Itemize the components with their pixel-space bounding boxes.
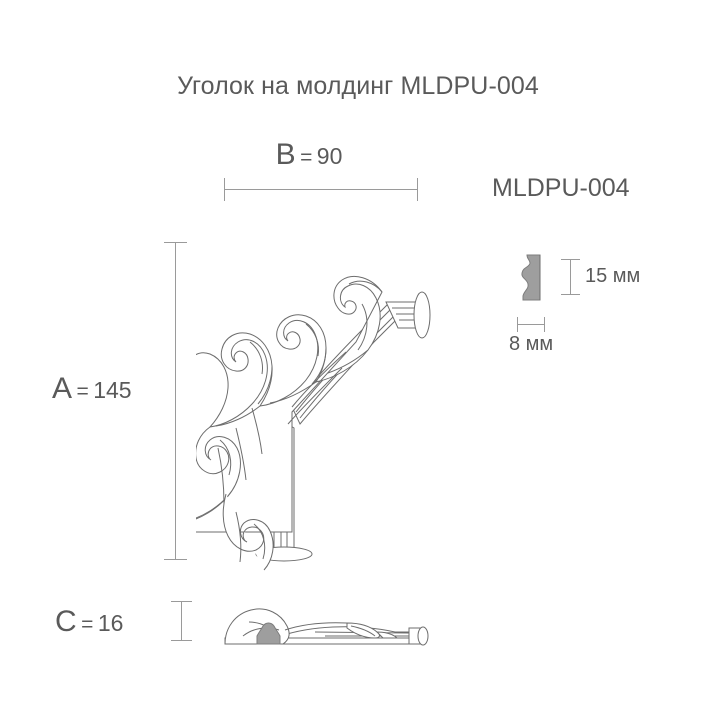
- dimension-equals-a: =: [76, 380, 89, 403]
- dimension-tick-a-top: [164, 242, 187, 243]
- molding-profile-cross-section: [518, 253, 552, 308]
- dimension-letter-b: B: [275, 138, 296, 171]
- dimension-tick-a-bottom: [164, 559, 187, 560]
- page-title: Уголок на молдинг MLDPU-004: [177, 72, 539, 100]
- dimension-letter-a: A: [52, 372, 73, 405]
- profile-height-line: [570, 259, 571, 295]
- dimension-line-c: [181, 601, 182, 641]
- profile-width-tick-right: [544, 317, 545, 332]
- corner-ornament-side-view: [215, 592, 435, 659]
- profile-width-line: [517, 324, 545, 325]
- dimension-line-a: [175, 242, 176, 560]
- dimension-label-b: B = 90: [0, 138, 667, 172]
- profile-height-tick-top: [561, 259, 580, 260]
- dimension-label-c: C = 16: [55, 605, 123, 639]
- dimension-equals-b: =: [300, 146, 313, 169]
- profile-height-tick-bottom: [561, 294, 580, 295]
- dimension-value-c: 16: [97, 610, 124, 636]
- dimension-tick-b-left: [224, 178, 225, 201]
- dimension-tick-c-top: [171, 601, 192, 602]
- profile-height-label: 15 мм: [585, 265, 641, 287]
- dimension-tick-b-right: [417, 178, 418, 201]
- part-code-label: MLDPU-004: [492, 174, 630, 202]
- profile-width-label: 8 мм: [509, 333, 554, 355]
- profile-width-tick-left: [517, 317, 518, 332]
- dimension-letter-c: C: [55, 605, 77, 638]
- dimension-value-b: 90: [316, 143, 343, 169]
- dimension-equals-c: =: [81, 613, 94, 636]
- dimension-line-b: [224, 189, 418, 190]
- dimension-value-a: 145: [93, 377, 132, 403]
- dimension-label-a: A = 145: [52, 372, 132, 406]
- dimension-tick-c-bottom: [171, 640, 192, 641]
- corner-ornament-front-view: [185, 232, 444, 577]
